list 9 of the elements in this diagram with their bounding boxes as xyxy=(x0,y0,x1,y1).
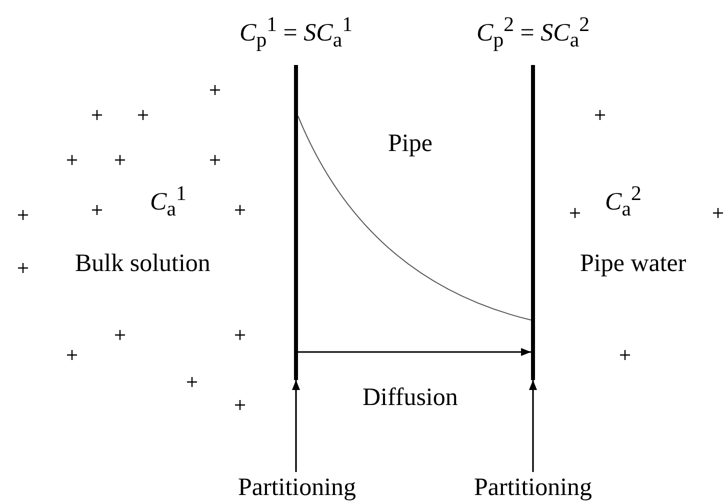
arrow xyxy=(292,380,300,472)
region-label: Bulk solution xyxy=(75,250,210,278)
region-label: Pipe xyxy=(388,130,432,158)
edge-label: Diffusion xyxy=(362,384,458,412)
process-label: Partitioning xyxy=(238,474,356,502)
arrow xyxy=(298,348,531,356)
region-label: Pipe water xyxy=(580,250,686,278)
arrow xyxy=(529,380,537,472)
process-label: Partitioning xyxy=(474,474,592,502)
